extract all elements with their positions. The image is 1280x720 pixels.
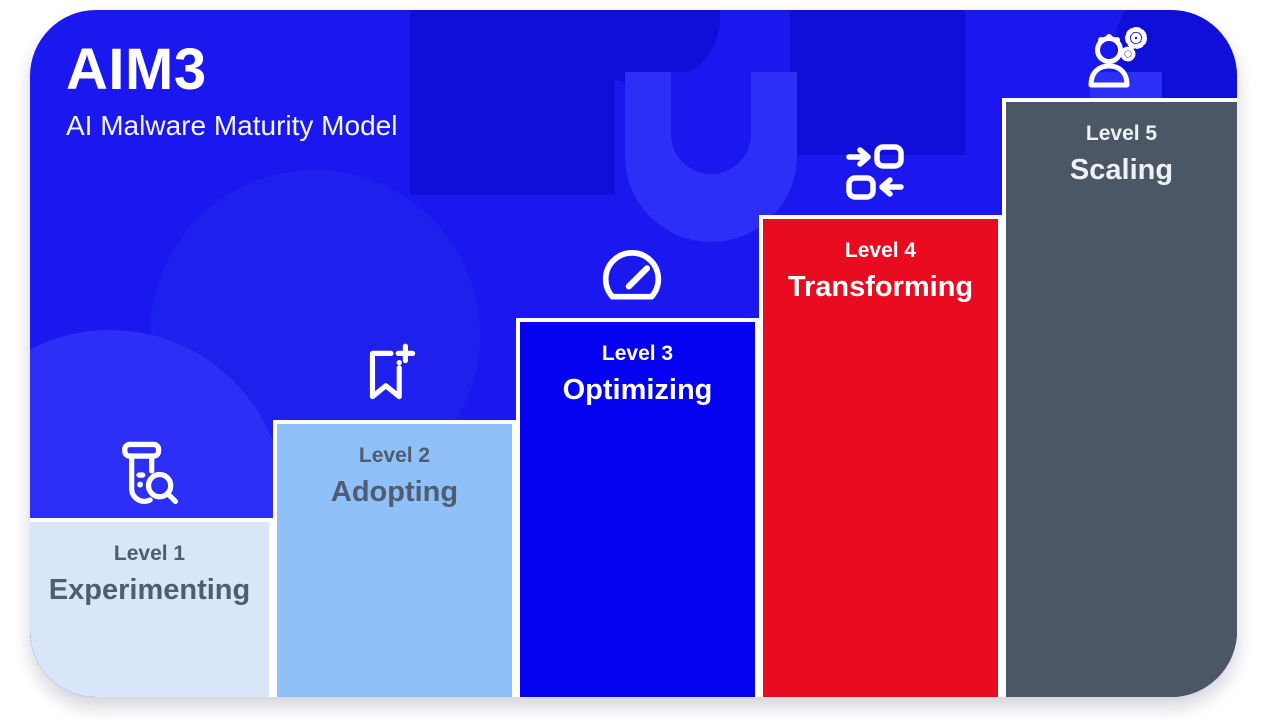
level-label: Level 5 <box>1085 122 1158 145</box>
level-5-bar: Level 5 Scaling <box>1002 98 1237 697</box>
level-4-bar: Level 4 Transforming <box>759 215 1002 697</box>
bookmark-plus-icon <box>358 340 424 410</box>
level-name: Experimenting <box>48 574 251 606</box>
person-gears-icon <box>1082 24 1154 92</box>
level-3-bar: Level 3 Optimizing <box>516 318 759 697</box>
level-name: Optimizing <box>562 374 713 406</box>
level-name: Scaling <box>1069 154 1174 186</box>
level-name: Transforming <box>787 271 974 303</box>
level-label: Level 2 <box>358 444 431 467</box>
swap-arrows-icon <box>843 140 907 204</box>
level-name: Adopting <box>330 476 459 508</box>
level-2-bar: Level 2 Adopting <box>273 420 516 697</box>
level-label: Level 3 <box>601 342 674 365</box>
page-subtitle: AI Malware Maturity Model <box>66 109 398 141</box>
page-title: AIM3 <box>66 37 207 102</box>
level-label: Level 1 <box>113 542 186 565</box>
level-1-bar: Level 1 Experimenting <box>30 518 273 697</box>
header: AIM3 AI Malware Maturity Model <box>66 38 397 142</box>
bg-shape-u-notch <box>671 72 751 174</box>
maturity-model-card: AIM3 AI Malware Maturity Model <box>30 10 1237 697</box>
speedometer-icon <box>599 244 665 304</box>
level-label: Level 4 <box>844 239 917 262</box>
test-tube-search-icon <box>110 436 186 512</box>
bg-shape-dark-block <box>790 10 965 155</box>
